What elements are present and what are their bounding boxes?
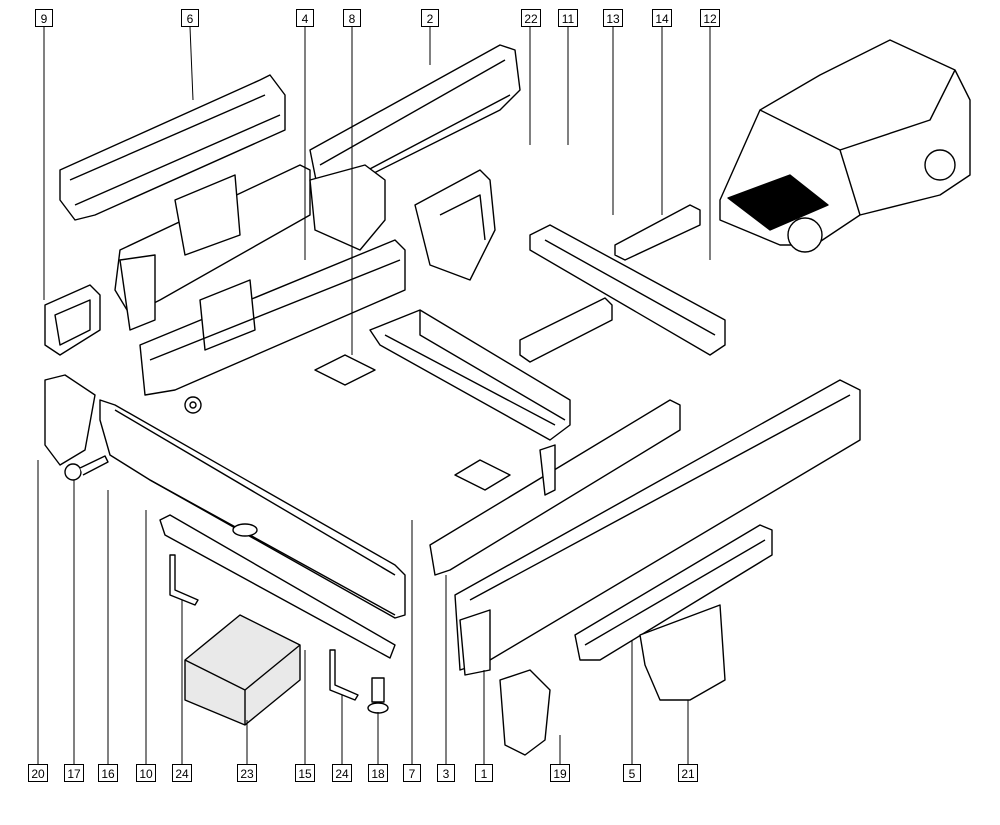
part-18-bolt (367, 677, 389, 714)
part-17-bolt (64, 455, 109, 481)
callout-2: 2 (421, 9, 439, 27)
callout-4: 4 (296, 9, 314, 27)
part-4-member (114, 164, 311, 331)
callout-9: 9 (35, 9, 53, 27)
callout-1: 1 (475, 764, 493, 782)
part-7-plate (454, 459, 511, 491)
part-24-bracket-b (329, 649, 359, 701)
van-locator (719, 39, 971, 253)
callout-19: 19 (550, 764, 570, 782)
callout-20: 20 (28, 764, 48, 782)
part-3-member (429, 399, 681, 576)
callout-6: 6 (181, 9, 199, 27)
callout-11: 11 (558, 9, 578, 27)
callout-22: 22 (521, 9, 541, 27)
part-15-rail (159, 514, 396, 659)
part-6-rail (59, 74, 286, 221)
callout-14: 14 (652, 9, 672, 27)
part-22-bracket (414, 169, 496, 281)
part-24-bracket-a (169, 554, 199, 606)
callout-23: 23 (237, 764, 257, 782)
part-13-crossmember (529, 224, 726, 356)
callout-18: 18 (368, 764, 388, 782)
callout-24b: 24 (332, 764, 352, 782)
part-4-rail (139, 239, 406, 396)
part-10-crossbeam (99, 399, 406, 619)
part-2-bracket (309, 164, 386, 251)
callout-12: 12 (700, 9, 720, 27)
part-12-rail (519, 297, 613, 363)
callout-24a: 24 (172, 764, 192, 782)
part-23-kit (184, 614, 301, 726)
callout-5: 5 (623, 764, 641, 782)
part-19-bracket (499, 669, 551, 756)
callout-3: 3 (437, 764, 455, 782)
part-11-crossmember (369, 309, 571, 441)
part-21-bracket (639, 604, 726, 701)
part-14-rail (614, 204, 701, 261)
callout-17: 17 (64, 764, 84, 782)
part-1-member (454, 379, 861, 676)
callout-21: 21 (678, 764, 698, 782)
callout-8: 8 (343, 9, 361, 27)
part-5-rail (574, 524, 773, 661)
part-9-bracket (44, 284, 101, 356)
callout-16: 16 (98, 764, 118, 782)
part-8-plate (314, 354, 376, 386)
callout-10: 10 (136, 764, 156, 782)
callout-13: 13 (603, 9, 623, 27)
callout-7: 7 (403, 764, 421, 782)
part-16-grommet (184, 396, 202, 414)
callout-15: 15 (295, 764, 315, 782)
part-20-bracket (44, 374, 96, 466)
